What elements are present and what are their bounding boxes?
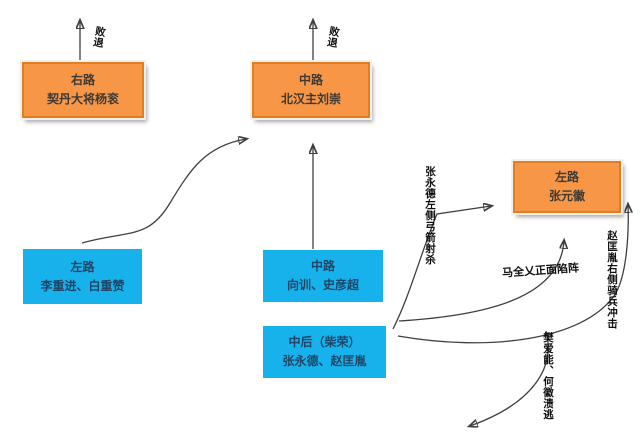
box-subtitle: 向训、史彦超	[286, 278, 359, 292]
box-han-left-route: 左路 张元徽	[513, 161, 621, 213]
box-subtitle: 张元徽	[548, 189, 585, 203]
arrow-cavalry	[397, 205, 628, 344]
box-han-right-route: 右路 契丹大将杨衮	[22, 62, 144, 118]
box-title: 左路	[70, 259, 95, 274]
box-title: 中路	[298, 73, 323, 88]
box-title: 左路	[554, 170, 579, 185]
label-archers: 张永德左侧弓箭射杀	[424, 166, 436, 265]
box-han-center-route: 中路 北汉主刘崇	[252, 62, 370, 118]
box-title: 右路	[70, 73, 95, 88]
box-zhou-center-route: 中路 向训、史彦超	[263, 250, 383, 302]
arrow-left-zhou-attack	[81, 139, 246, 244]
label-cavalry: 赵匡胤右侧骑兵冲击	[606, 230, 618, 329]
box-subtitle: 张永德、赵匡胤	[282, 354, 367, 368]
arrow-frontal	[398, 241, 564, 322]
box-zhou-left-route: 左路 李重进、白重赞	[23, 249, 142, 304]
box-zhou-rear: 中后（柴荣） 张永德、赵匡胤	[263, 326, 386, 378]
box-title: 中后（柴荣）	[288, 335, 361, 350]
arrow-archers	[392, 206, 491, 330]
box-subtitle: 契丹大将杨衮	[46, 92, 119, 106]
box-subtitle: 李重进、白重赞	[40, 278, 125, 293]
box-subtitle: 北汉主刘崇	[280, 92, 341, 106]
label-rout: 樊爱能、何徽溃逃	[542, 332, 554, 420]
box-title: 中路	[310, 259, 335, 274]
arrow-rout	[470, 330, 549, 426]
